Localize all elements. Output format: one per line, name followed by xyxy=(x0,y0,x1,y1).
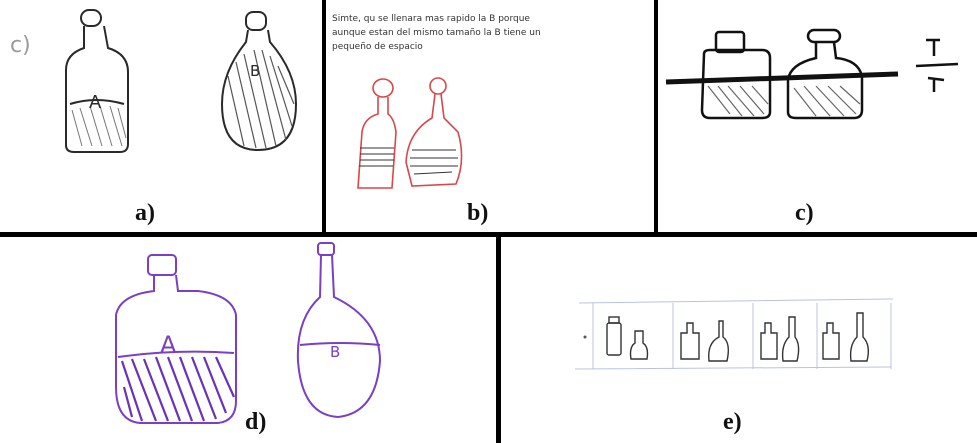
panel-e: e) xyxy=(501,237,977,443)
edge-marks xyxy=(915,38,959,92)
red-bottle-right-water xyxy=(410,149,458,175)
red-bottle-left-water xyxy=(359,147,394,167)
bottle-a-water xyxy=(71,105,127,147)
red-bottle-right-sketch xyxy=(405,77,463,187)
small-bottles-sketch xyxy=(606,312,870,362)
block-a-sketch xyxy=(700,30,772,120)
vertical-separator-ab xyxy=(322,0,326,236)
purple-bottle-a-water xyxy=(120,356,236,422)
horizontal-separator xyxy=(0,232,977,237)
caption-a: a) xyxy=(135,200,155,226)
caption-e: e) xyxy=(723,409,742,435)
bottle-b-sketch xyxy=(220,11,298,152)
note-line-2: aunque estan del mismo tamaño la B tiene… xyxy=(332,28,541,38)
panel-c: c) xyxy=(658,0,977,232)
block-a-water xyxy=(707,85,769,117)
red-bottle-left-sketch xyxy=(357,78,397,189)
panel-a: A c) B a) xyxy=(0,0,322,232)
panel-a-drawing: A c) B xyxy=(10,9,298,153)
level-line xyxy=(665,71,899,85)
bottle-b-water xyxy=(227,49,295,149)
note-line-3: pequeño de espacio xyxy=(332,42,423,52)
notebook-grid xyxy=(574,298,894,370)
bottle-a-label: A xyxy=(89,92,102,113)
purple-bottle-a-label: A xyxy=(160,331,177,359)
bottle-a-sketch xyxy=(65,9,129,153)
panel-d-drawing: A B xyxy=(115,242,382,424)
panel-b-drawing xyxy=(357,77,463,189)
purple-bottle-b-sketch xyxy=(296,242,382,419)
bottle-b-label: B xyxy=(250,62,260,80)
panel-d: A B d) xyxy=(0,237,496,443)
block-b-sketch xyxy=(786,28,864,120)
panel-b: Simte, qu se llenara mas rapido la B por… xyxy=(326,0,654,232)
corner-mark: c) xyxy=(10,33,31,58)
caption-d: d) xyxy=(245,409,267,435)
panel-c-drawing xyxy=(665,28,959,120)
note-line-1: Simte, qu se llenara mas rapido la B por… xyxy=(332,14,530,24)
purple-bottle-b-label: B xyxy=(330,343,340,361)
handwritten-note: Simte, qu se llenara mas rapido la B por… xyxy=(332,12,642,54)
caption-b: b) xyxy=(467,200,489,226)
purple-bottle-a-sketch xyxy=(115,254,237,424)
panel-e-drawing xyxy=(574,298,894,370)
margin-dot xyxy=(583,335,587,339)
block-b-water xyxy=(793,85,861,117)
caption-c: c) xyxy=(795,200,814,226)
vertical-separator-bc xyxy=(654,0,658,236)
vertical-separator-de xyxy=(496,237,501,443)
